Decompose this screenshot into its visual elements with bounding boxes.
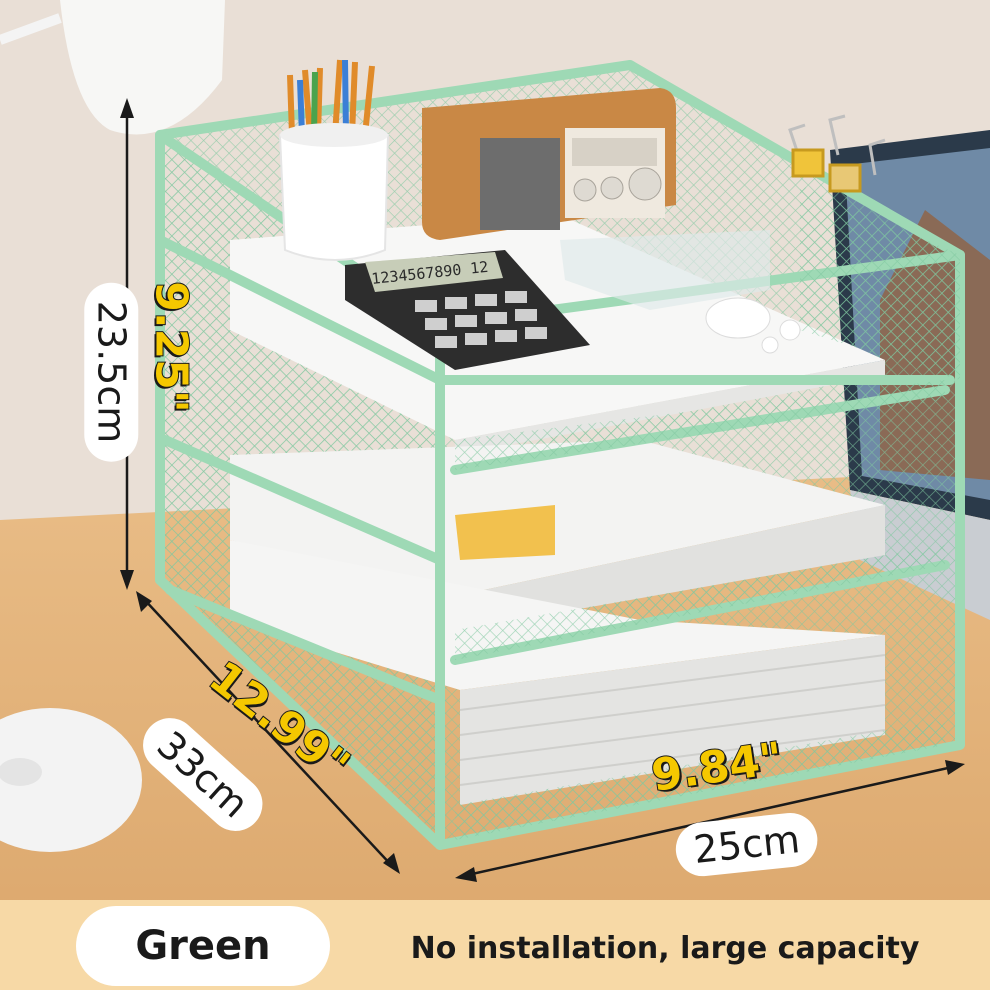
- desk-lamp: [0, 0, 225, 852]
- height-inch-label: 9.25": [145, 280, 198, 413]
- middle-paper-stack: [230, 440, 885, 595]
- height-cm-label: 23.5cm: [84, 282, 139, 462]
- radio: [422, 88, 676, 240]
- binder-clips: [788, 114, 886, 193]
- pen-holder: [278, 59, 390, 261]
- earbuds: [560, 230, 801, 354]
- calculator: 1234567890 12: [345, 250, 590, 370]
- tagline: No installation, large capacity: [410, 930, 920, 966]
- color-label: Green: [76, 906, 330, 986]
